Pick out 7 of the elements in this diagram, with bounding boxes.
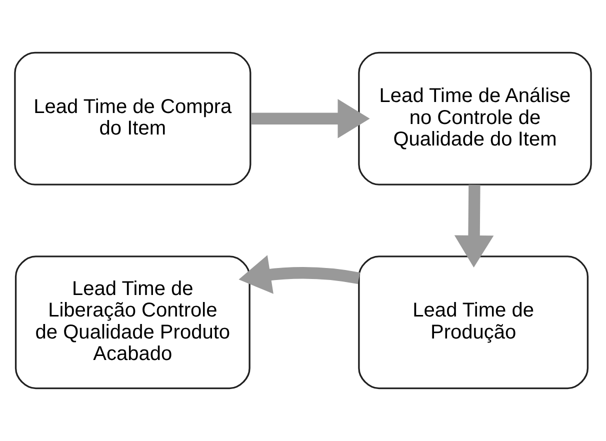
node-box: Lead Time de Análise no Controle de Qualidade do Item	[358, 52, 592, 186]
arrow	[251, 99, 370, 138]
node-box: Lead Time de Liberação Controle de Qualidade Produto Acabado	[14, 256, 250, 390]
node-box: Lead Time de Produção	[358, 256, 589, 390]
arrow	[454, 184, 494, 268]
arrow	[238, 255, 360, 294]
node-box: Lead Time de Compra do Item	[14, 52, 252, 186]
